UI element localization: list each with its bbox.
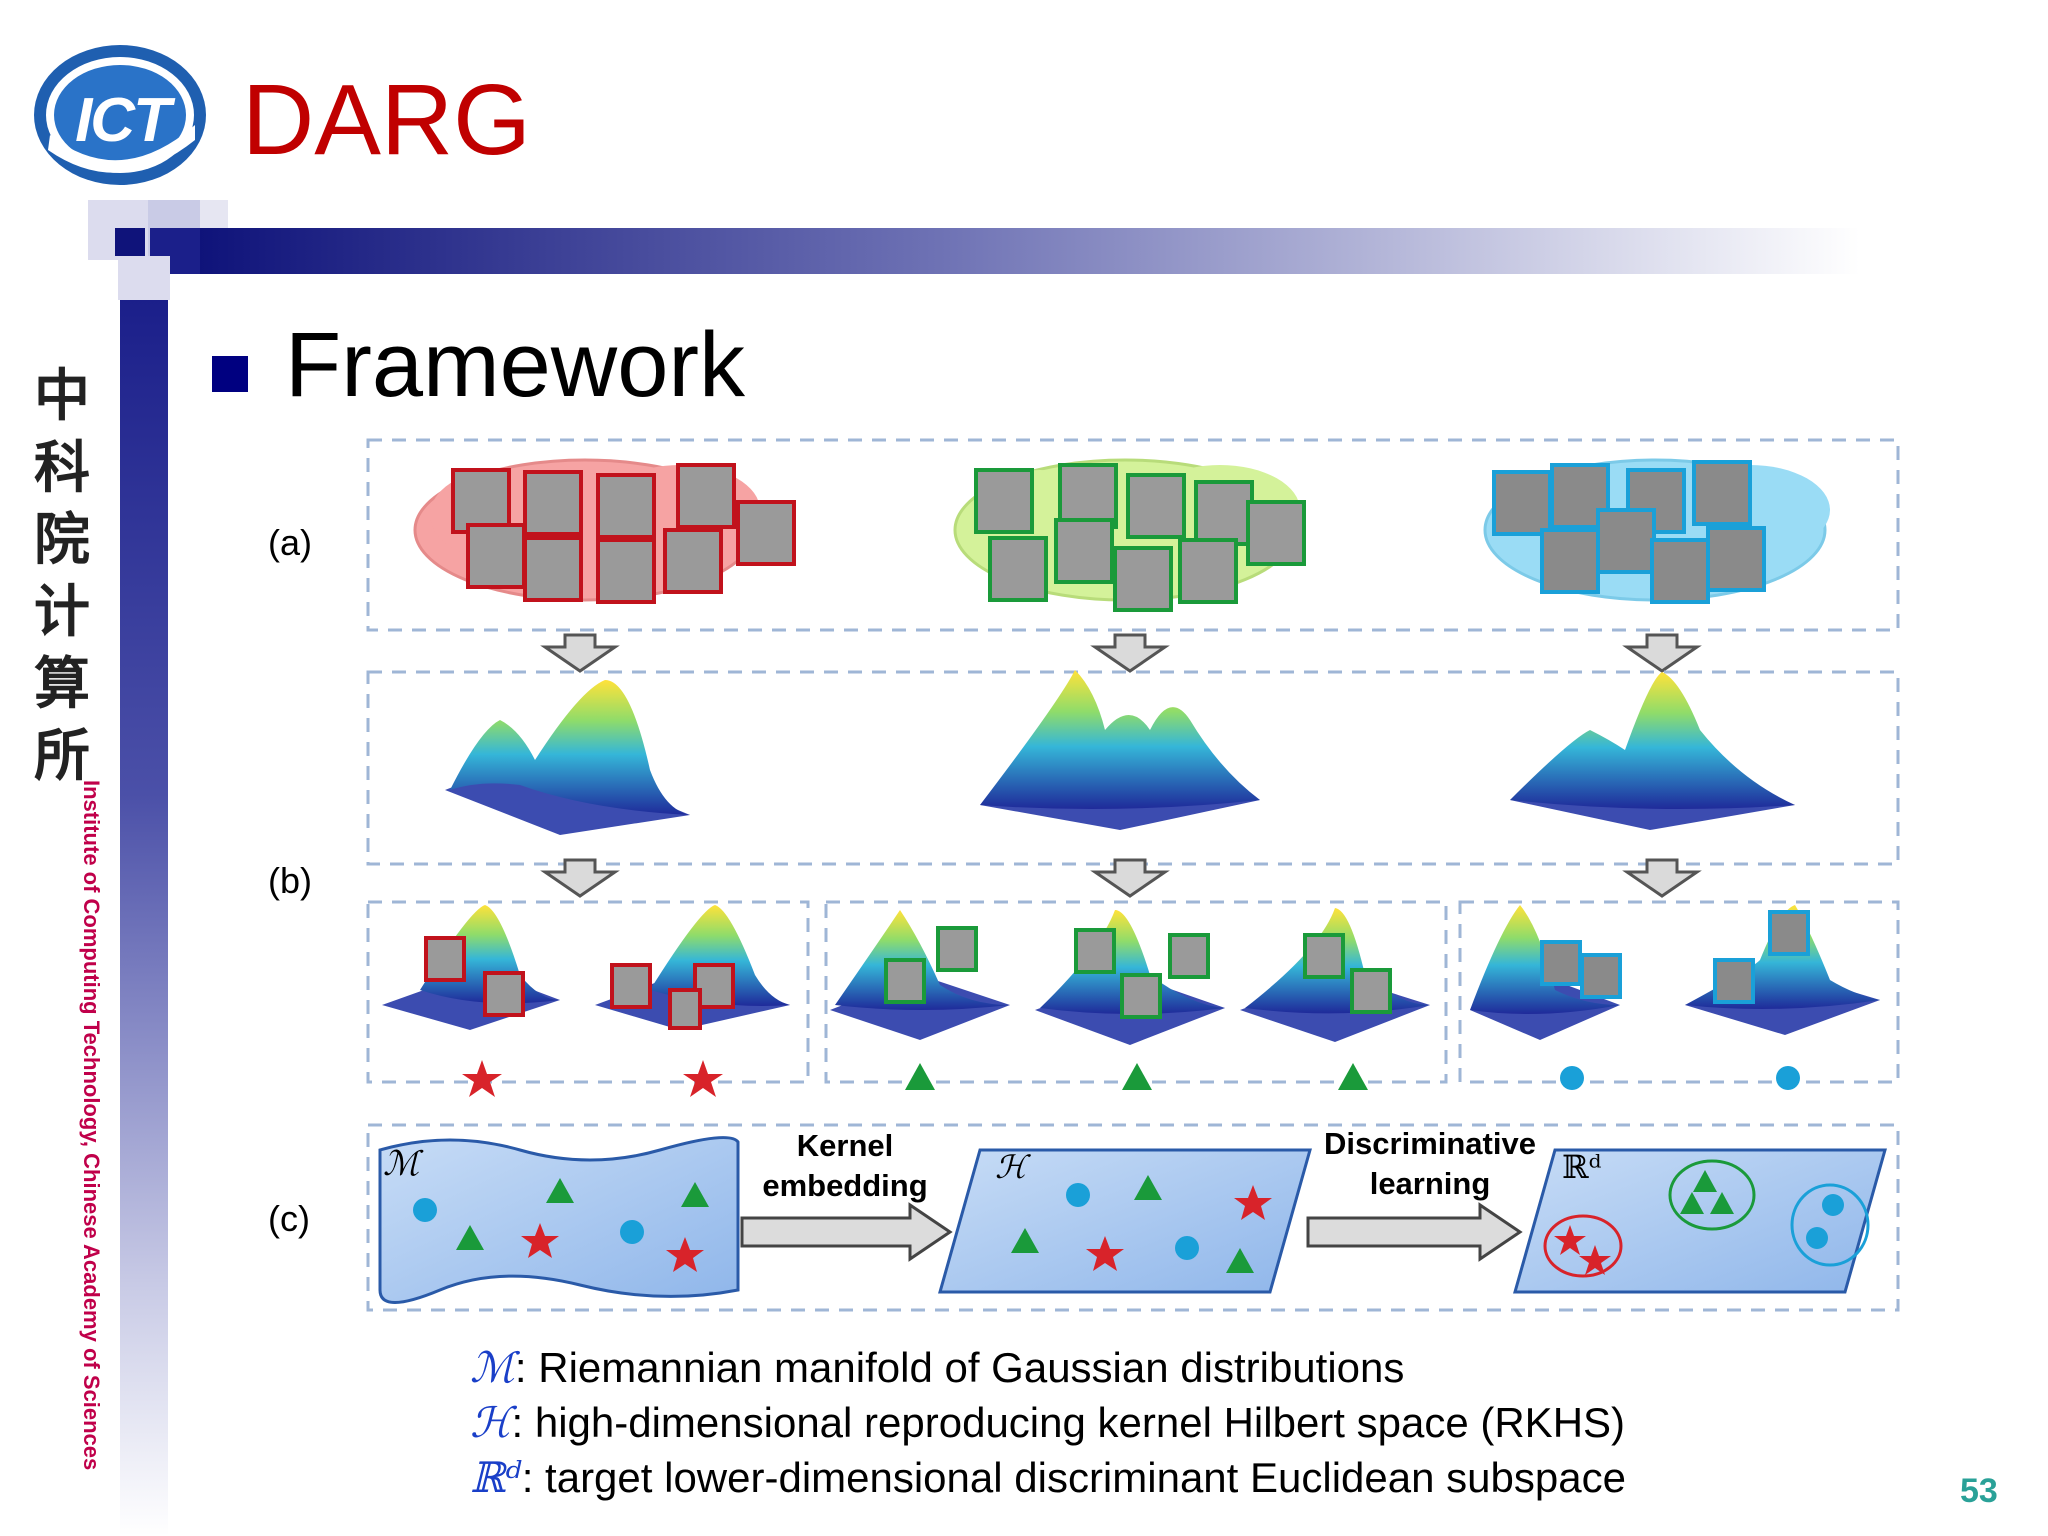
side-english-text-wrap: Institute of Computing Technology, Chine…: [76, 780, 116, 1500]
row-b1-frame: [366, 670, 1900, 866]
discriminative-learning-label: Discriminative learning: [1300, 1124, 1560, 1204]
left-gradient-bar: [120, 300, 168, 1536]
side-char: 中: [34, 363, 90, 429]
side-english-text: Institute of Computing Technology, Chine…: [79, 780, 104, 1471]
discriminative-learning-arrow: [1306, 1202, 1523, 1262]
row-b2-frame-3: [1458, 900, 1900, 1084]
discriminative-learning-line1: Discriminative: [1324, 1126, 1536, 1161]
row-label-b: (b): [268, 860, 312, 901]
rkhs-space: [938, 1148, 1312, 1294]
down-arrows-1: [540, 633, 1702, 673]
kernel-embedding-arrow: [740, 1202, 953, 1262]
side-char: 算: [34, 651, 90, 717]
legend-item: ℝᵈ: target lower-dimensional discriminan…: [470, 1450, 1626, 1505]
down-arrows-2: [540, 858, 1702, 898]
gmm-surface-3: [1510, 672, 1795, 830]
legend-item: ℳ: Riemannian manifold of Gaussian distr…: [470, 1340, 1626, 1395]
legend-text: : Riemannian manifold of Gaussian distri…: [514, 1344, 1405, 1391]
space-label-h: ℋ: [995, 1148, 1027, 1186]
discriminative-learning-line2: learning: [1369, 1166, 1491, 1201]
section-heading: Framework: [285, 314, 746, 416]
header-decoration: [88, 200, 1860, 300]
kernel-embedding-line2: embedding: [762, 1168, 928, 1203]
face-thumbnails-class3: [1492, 460, 1766, 604]
row-a-frame: [366, 438, 1900, 632]
framework-figure: [366, 438, 1900, 1312]
side-char: 计: [34, 579, 90, 645]
side-char: 院: [34, 507, 90, 573]
legend-item: ℋ: high-dimensional reproducing kernel H…: [470, 1395, 1626, 1450]
legend: ℳ: Riemannian manifold of Gaussian distr…: [470, 1340, 1626, 1505]
component-faces-class1: [424, 936, 735, 1030]
page-number: 53: [1960, 1472, 1998, 1510]
slide-title: DARG: [242, 64, 531, 176]
bullet-square: [212, 356, 248, 392]
space-label-m: ℳ: [383, 1144, 420, 1184]
component-faces-class2: [884, 926, 1392, 1019]
ict-logo: [34, 45, 206, 185]
side-chinese-text: 中 科 院 计 算 所: [22, 360, 102, 792]
space-label-r: ℝᵈ: [1562, 1148, 1602, 1186]
class-markers-b: [462, 1060, 1800, 1097]
row-c-frame: [366, 1123, 1900, 1312]
legend-symbol: ℝᵈ: [470, 1453, 522, 1502]
face-thumbnails-class1: [451, 463, 796, 604]
row-label-c: (c): [268, 1198, 310, 1239]
face-thumbnails-class2: [974, 463, 1306, 612]
kernel-embedding-label: Kernel embedding: [745, 1126, 945, 1206]
gmm-surface-2: [980, 670, 1260, 830]
legend-text: : target lower-dimensional discriminant …: [521, 1454, 1626, 1501]
side-char: 所: [34, 723, 90, 789]
side-char: 科: [34, 435, 90, 501]
row-b2-frame-1: [366, 900, 810, 1084]
component-faces-class3: [1540, 910, 1810, 1004]
points-in-euclidean: [1543, 1159, 1870, 1278]
gmm-surface-1: [445, 680, 690, 835]
points-in-manifold: [413, 1178, 709, 1272]
manifold-space: [378, 1136, 740, 1304]
legend-symbol: ℋ: [470, 1398, 512, 1447]
kernel-embedding-line1: Kernel: [796, 1128, 894, 1163]
legend-symbol: ℳ: [470, 1343, 515, 1392]
points-in-rkhs: [1011, 1175, 1272, 1273]
logo-text: ICT: [75, 86, 171, 155]
row-label-a: (a): [268, 522, 312, 563]
legend-text: : high-dimensional reproducing kernel Hi…: [511, 1399, 1626, 1446]
